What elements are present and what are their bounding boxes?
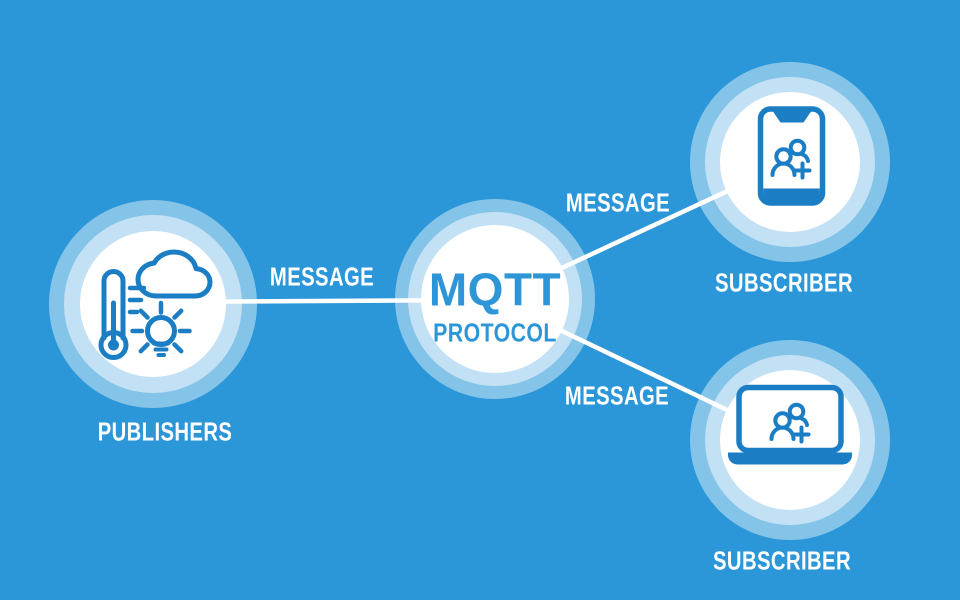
message-label-left: MESSAGE <box>269 261 375 292</box>
message-label-top: MESSAGE <box>565 187 671 218</box>
lightbulb-icon <box>130 300 192 357</box>
subscriber-bottom-node <box>720 370 860 510</box>
publishers-icons <box>98 252 210 360</box>
cloud-icon <box>138 252 210 296</box>
phone-chin <box>763 188 820 203</box>
publishers-label: PUBLISHERS <box>97 416 233 447</box>
subscriber-top-label: SUBSCRIBER <box>715 267 853 298</box>
mqtt-title: MQTT <box>428 263 562 316</box>
mqtt-node <box>421 225 569 373</box>
laptop-add-user-icon <box>728 384 852 465</box>
message-label-bottom: MESSAGE <box>564 380 670 411</box>
subscriber-bottom-label: SUBSCRIBER <box>713 545 851 576</box>
phone-add-user-icon <box>757 106 826 206</box>
phone-notch <box>773 111 811 123</box>
protocol-subtitle: PROTOCOL <box>433 317 557 348</box>
laptop-base <box>728 452 852 465</box>
mqtt-protocol-title: MQTT PROTOCOL <box>420 267 571 346</box>
